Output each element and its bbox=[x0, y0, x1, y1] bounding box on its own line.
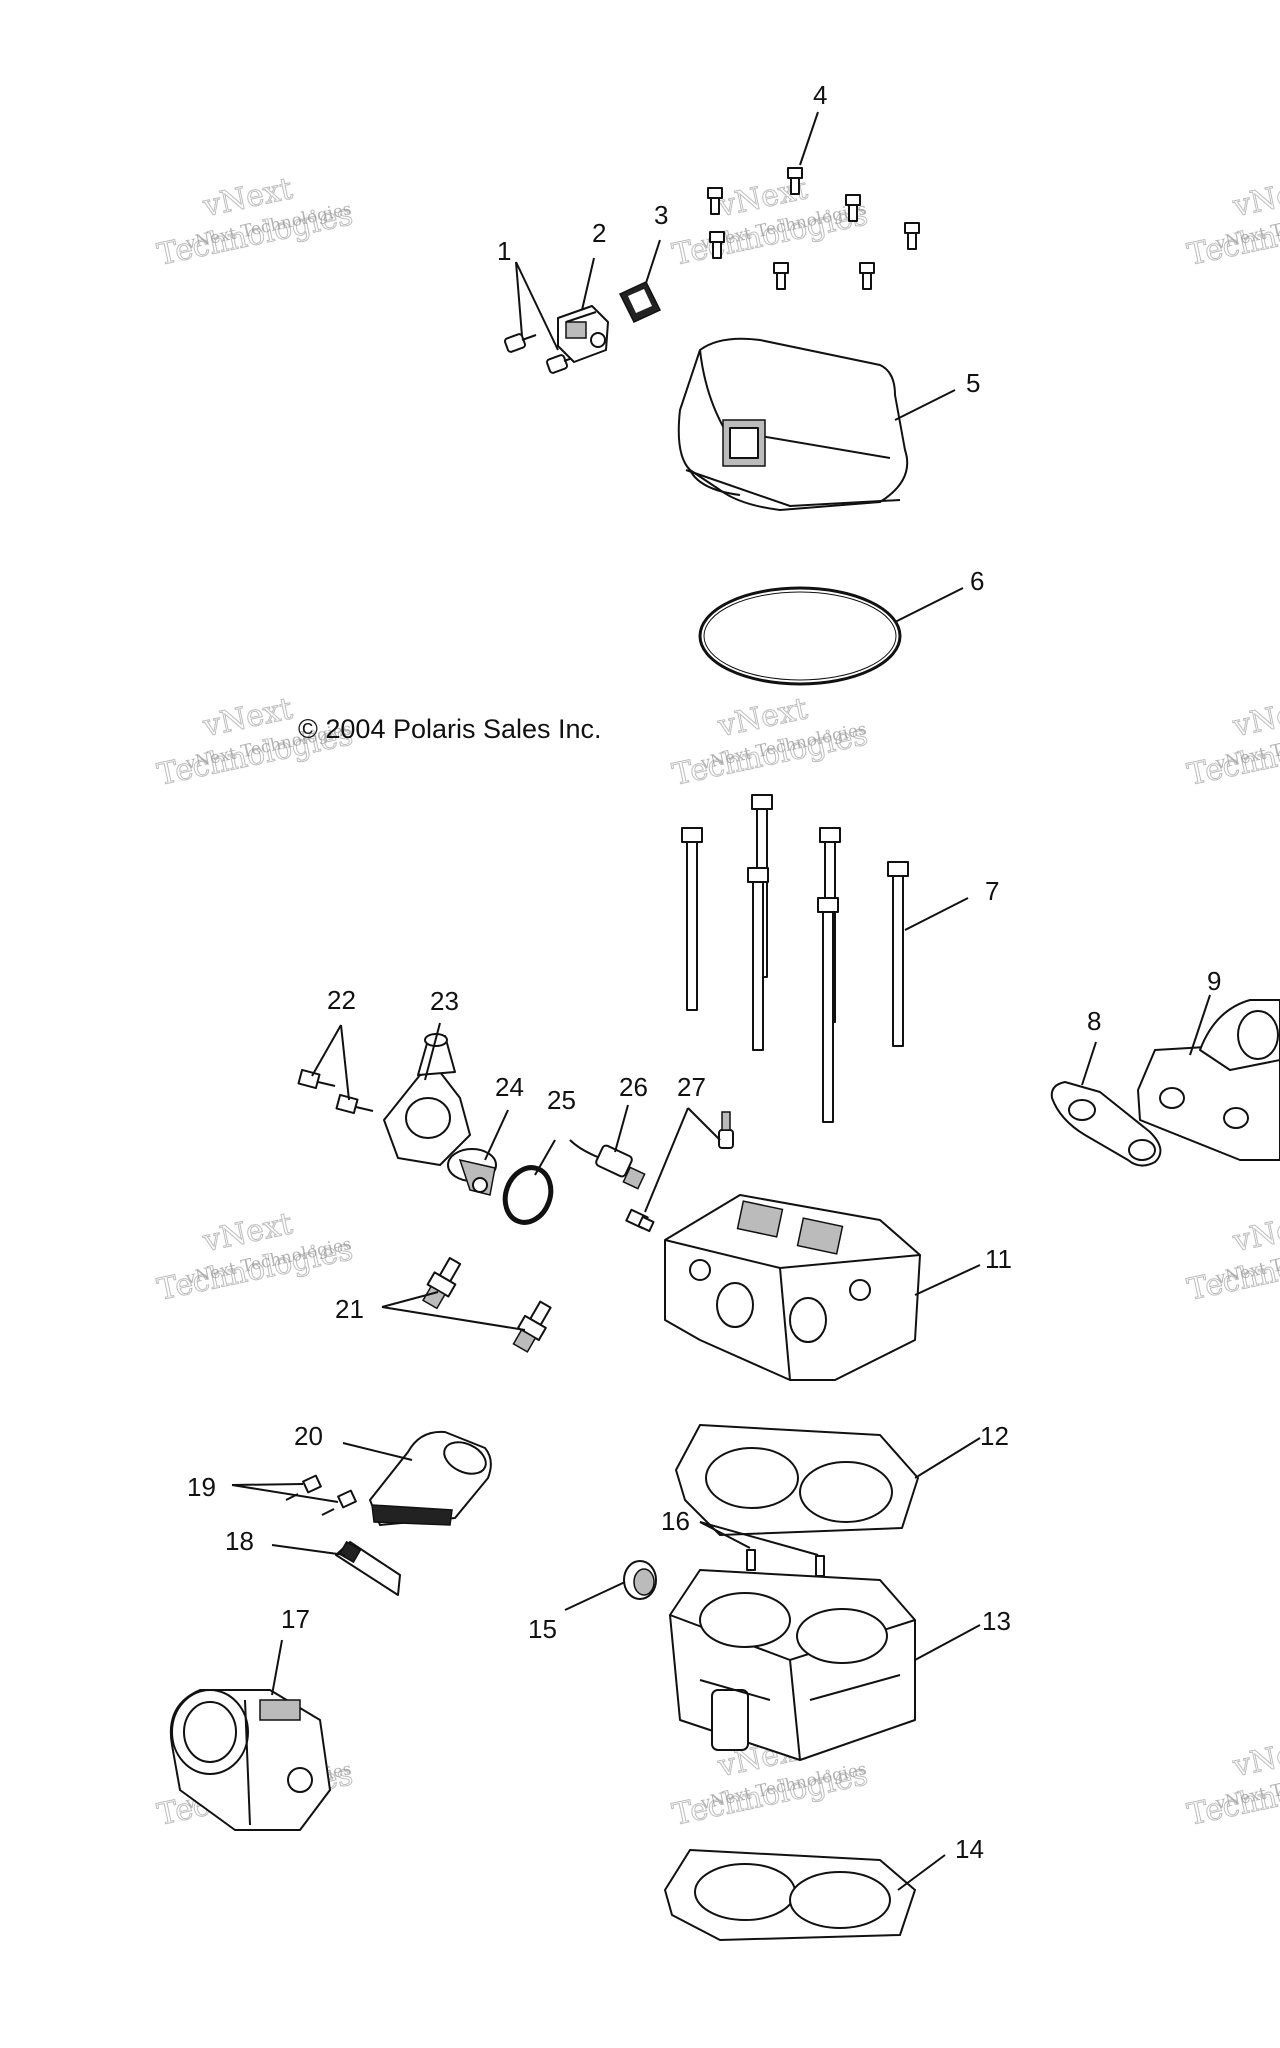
callout-21: 21 bbox=[335, 1294, 364, 1324]
part-17-throttle-body bbox=[169, 1689, 331, 1831]
part-6-o-ring bbox=[698, 586, 902, 686]
callout-13: 13 bbox=[982, 1606, 1011, 1636]
watermark: Technologies vNext vNext Technologies bbox=[669, 171, 871, 274]
callout-17: 17 bbox=[281, 1604, 310, 1634]
part-18-clamp bbox=[335, 1540, 401, 1596]
callout-5: 5 bbox=[966, 368, 980, 398]
part-27-fittings bbox=[625, 1111, 734, 1233]
svg-text:vNext: vNext bbox=[1229, 1206, 1280, 1259]
part-1-screws bbox=[503, 333, 579, 374]
callout-2: 2 bbox=[592, 218, 606, 248]
callout-3: 3 bbox=[654, 200, 668, 230]
part-9-exhaust-manifold bbox=[1137, 999, 1280, 1161]
part-4-bolts bbox=[707, 167, 920, 290]
callout-24: 24 bbox=[495, 1072, 524, 1102]
part-2-sensor bbox=[557, 305, 609, 363]
callout-12: 12 bbox=[980, 1421, 1009, 1451]
callout-22: 22 bbox=[327, 985, 356, 1015]
callout-11: 11 bbox=[985, 1244, 1012, 1274]
part-8-exhaust-gasket bbox=[1050, 1081, 1162, 1167]
part-21-spark-plugs bbox=[422, 1257, 552, 1353]
callout-15: 15 bbox=[528, 1614, 557, 1644]
part-15-plug bbox=[623, 1560, 657, 1600]
callout-9: 9 bbox=[1207, 966, 1221, 996]
part-22-screws bbox=[297, 1068, 374, 1115]
part-5-valve-cover bbox=[677, 337, 909, 511]
copyright-text: © 2004 Polaris Sales Inc. bbox=[298, 714, 602, 744]
part-25-seal bbox=[502, 1165, 554, 1225]
callout-23: 23 bbox=[430, 986, 459, 1016]
watermark: Technologies vNext vNext Technologies bbox=[669, 691, 871, 794]
part-24-thermostat bbox=[447, 1148, 497, 1196]
svg-text:vNext: vNext bbox=[1229, 691, 1280, 744]
callout-25: 25 bbox=[547, 1085, 576, 1115]
part-13-cylinder bbox=[669, 1569, 916, 1761]
part-19-screws bbox=[285, 1474, 357, 1516]
callout-20: 20 bbox=[294, 1421, 323, 1451]
watermark: Technologies vNext vNext Technologies bbox=[1184, 1731, 1280, 1834]
part-3-gasket bbox=[618, 281, 662, 323]
svg-text:vNext: vNext bbox=[1229, 171, 1280, 224]
watermark: Technologies vNext vNext Technologies bbox=[1184, 1206, 1280, 1309]
watermark: Technologies vNext vNext Technologies bbox=[1184, 691, 1280, 794]
leader-lines bbox=[231, 111, 1211, 1891]
part-14-base-gasket bbox=[664, 1849, 916, 1941]
callout-8: 8 bbox=[1087, 1006, 1101, 1036]
callout-4: 4 bbox=[813, 80, 827, 110]
callout-26: 26 bbox=[619, 1072, 648, 1102]
part-7-head-bolts bbox=[681, 794, 909, 1123]
part-12-head-gasket bbox=[675, 1424, 919, 1536]
callout-16: 16 bbox=[661, 1506, 690, 1536]
callout-1: 1 bbox=[497, 236, 511, 266]
watermark: Technologies vNext vNext Technologies bbox=[154, 171, 356, 274]
part-20-intake-boot bbox=[369, 1430, 492, 1526]
svg-text:vNext: vNext bbox=[1229, 1731, 1280, 1784]
callout-18: 18 bbox=[225, 1526, 254, 1556]
watermark: Technologies vNext vNext Technologies bbox=[1184, 171, 1280, 274]
callout-7: 7 bbox=[985, 876, 999, 906]
callout-6: 6 bbox=[970, 566, 984, 596]
watermark: Technologies vNext vNext Technologies bbox=[154, 1206, 356, 1309]
part-23-thermostat-housing bbox=[383, 1033, 471, 1166]
callout-14: 14 bbox=[955, 1834, 984, 1864]
part-11-cylinder-head bbox=[664, 1194, 921, 1381]
callout-numbers: 1 2 3 4 5 6 7 8 9 11 12 13 14 15 16 17 1… bbox=[187, 80, 1221, 1864]
callout-27: 27 bbox=[677, 1072, 706, 1102]
part-16-dowel-pins bbox=[746, 1549, 825, 1577]
part-26-temp-sensor bbox=[569, 1139, 646, 1190]
callout-19: 19 bbox=[187, 1472, 216, 1502]
